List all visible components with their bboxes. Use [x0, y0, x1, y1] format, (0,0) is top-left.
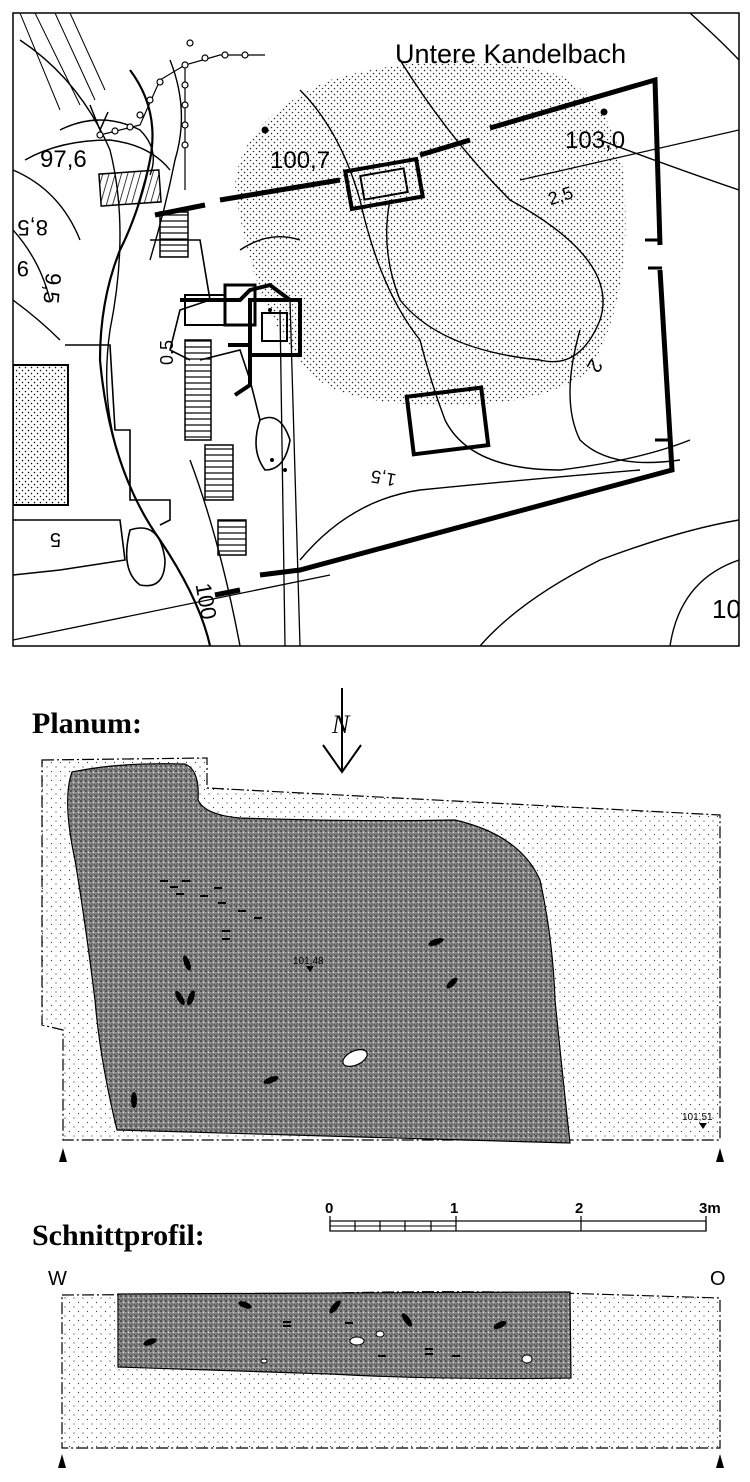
plan-pit-feature	[67, 763, 571, 1144]
survey-lines	[13, 129, 739, 646]
contour-0-5: 0,5	[157, 340, 177, 365]
scale-tick-1: 1	[450, 1200, 458, 1217]
place-name: Untere Kandelbach	[395, 39, 626, 69]
north-arrow: N	[322, 688, 362, 774]
contour-9-5: 9,5	[38, 272, 66, 305]
map-frame	[12, 12, 740, 647]
plan-level-right: 101,51	[682, 1112, 713, 1123]
buildings	[13, 239, 291, 587]
slope-lines	[19, 13, 106, 111]
building-left	[13, 364, 69, 506]
contour-1-5: 1,5	[369, 466, 397, 490]
plan-heading: Planum:	[32, 707, 142, 740]
stairs	[159, 211, 247, 556]
elevation-97-6: 97,6	[40, 146, 87, 173]
section-east-label: O	[710, 1268, 726, 1290]
plot-boundary	[154, 76, 675, 598]
contour-lines	[13, 13, 739, 646]
scale-tick-2: 2	[575, 1200, 583, 1217]
plan-level-center: 101,48	[293, 956, 324, 967]
arrow	[89, 104, 109, 132]
elevation-10: 10	[712, 594, 741, 624]
elevation-100-7: 100,7	[270, 147, 330, 174]
scale-bar: 0 1 2 3m	[325, 1200, 721, 1232]
north-label: N	[331, 710, 351, 739]
contour-9: 9	[17, 256, 29, 281]
hatched-building	[98, 169, 162, 207]
scale-tick-0: 0	[325, 1200, 333, 1217]
section-west-label: W	[48, 1268, 67, 1290]
elevation-5: 5	[50, 528, 61, 550]
excavation-rectangles	[342, 156, 491, 457]
section-finds	[143, 1300, 533, 1364]
central-structure	[180, 282, 302, 397]
site-map: Untere Kandelbach 97,6 100,7 103,0 2,5 2…	[13, 13, 741, 646]
section-pit-feature	[117, 1291, 572, 1380]
level-marker-right	[699, 1123, 707, 1129]
contour-8-5: 8,5	[17, 215, 48, 240]
boundary-marks	[645, 238, 670, 442]
level-marker-center	[306, 966, 314, 972]
section-markers	[58, 1454, 724, 1468]
stippled-area	[235, 61, 626, 406]
plan-finds	[131, 880, 458, 1108]
survey-points	[261, 108, 608, 472]
fence	[96, 39, 265, 190]
plan-section-markers	[59, 1148, 724, 1162]
section-heading: Schnittprofil:	[32, 1219, 205, 1252]
elevation-103-0: 103,0	[565, 127, 625, 154]
scale-tick-3m: 3m	[699, 1200, 721, 1217]
